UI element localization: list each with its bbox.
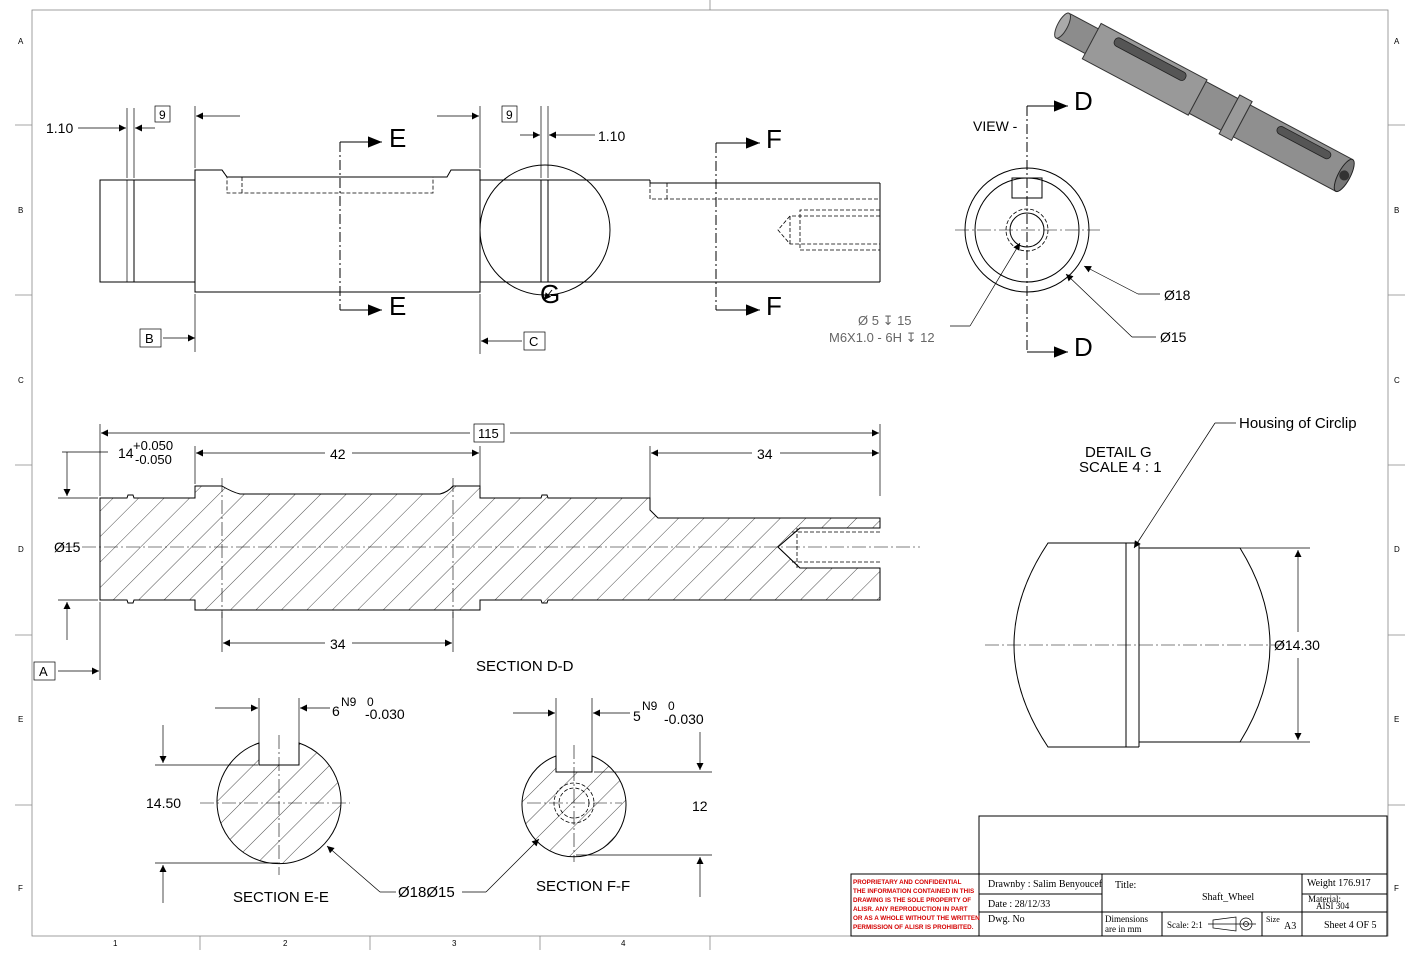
key-f-upper: 0	[668, 699, 675, 713]
zone-left-f: F	[18, 884, 23, 893]
key-f-fit: N9	[642, 699, 658, 713]
datum-a: A	[39, 664, 48, 679]
title-label: Title:	[1115, 880, 1136, 891]
zone-bottom-3: 3	[452, 939, 457, 948]
prop-line-6: PERMISSION OF ALISR IS PROHIBITED.	[853, 924, 974, 931]
projection-symbol-icon	[1208, 916, 1256, 932]
size-value: A3	[1284, 921, 1296, 932]
end-view-title: VIEW -	[973, 118, 1018, 134]
end-dia-18: Ø18	[1164, 287, 1191, 303]
prop-line-5: OR AS A WHOLE WITHOUT THE WRITTEN	[853, 915, 980, 922]
section-e-bottom: E	[389, 291, 406, 321]
dimensions-note-1: Dimensions	[1105, 914, 1148, 924]
zone-left-e: E	[18, 715, 23, 724]
prop-line-4: ALISR. ANY REPRODUCTION IN PART	[853, 906, 968, 913]
sheet-number: Sheet 4 OF 5	[1324, 920, 1377, 931]
zone-right-e: E	[1394, 715, 1399, 724]
dim-42: 42	[330, 446, 346, 462]
section-ff-label: SECTION F-F	[536, 878, 630, 895]
key-e-fit: N9	[341, 695, 357, 709]
weight: Weight 176.917	[1307, 878, 1371, 889]
dim-box-left: 9	[159, 108, 166, 122]
prop-line-2: THE INFORMATION CONTAINED IN THIS	[853, 888, 974, 895]
sheet-border	[15, 0, 1405, 950]
key-f-lower: -0.030	[664, 711, 704, 727]
dia-15-dd: Ø15	[54, 539, 81, 555]
detail-g-title: DETAIL G	[1085, 444, 1152, 461]
zone-right-c: C	[1394, 376, 1400, 385]
zone-bottom-1: 1	[113, 939, 118, 948]
dim-groove-right: 1.10	[598, 128, 625, 144]
zone-right-f: F	[1394, 884, 1399, 893]
dim-total-length: 115	[478, 426, 499, 441]
section-d-bottom: D	[1074, 332, 1093, 362]
dim-34-bottom: 34	[330, 636, 346, 652]
zone-left-c: C	[18, 376, 24, 385]
section-f-bottom: F	[766, 291, 782, 321]
detail-g-view: DETAIL G SCALE 4 : 1 Ø14.30 Housing of C…	[985, 415, 1357, 748]
datum-b: B	[145, 331, 154, 346]
section-f-top: F	[766, 124, 782, 154]
end-view: VIEW - D D Ø18 Ø15 Ø 5 ↧ 15 M6X1.0 - 6H …	[829, 86, 1191, 362]
detail-g-label: G	[540, 279, 560, 309]
zone-right-b: B	[1394, 206, 1399, 215]
zone-right-d: D	[1394, 545, 1400, 554]
scale: Scale: 2:1	[1167, 920, 1203, 930]
zone-bottom-2: 2	[283, 939, 288, 948]
dimensions-note-2: are in mm	[1105, 924, 1142, 934]
section-ee: 6 N9 0 -0.030 14.50 Ø18Ø15 SECTION E-E	[146, 695, 540, 906]
section-ff: 5 N9 0 -0.030 12 SECTION F-F	[513, 698, 712, 897]
section-dd: 115 42 34 34 14 +0.050 -0.050 Ø15 A SECT…	[33, 423, 920, 681]
front-view: G 1.10 9 9 1.10 E E F F B	[46, 105, 881, 354]
zone-left-b: B	[18, 206, 23, 215]
zone-right-a: A	[1394, 37, 1400, 46]
circlip-note: Housing of Circlip	[1239, 415, 1357, 432]
depth-12: 12	[692, 798, 708, 814]
zone-left-d: D	[18, 545, 24, 554]
dia-note-ee: Ø18Ø15	[398, 884, 455, 901]
end-dia-15: Ø15	[1160, 329, 1187, 345]
dim-34-right: 34	[757, 446, 773, 462]
dwg-no: Dwg. No	[988, 914, 1025, 925]
detail-g-circle	[479, 164, 611, 296]
section-ee-label: SECTION E-E	[233, 889, 329, 906]
prop-line-3: DRAWING IS THE SOLE PROPERTY OF	[853, 897, 971, 904]
detail-dia-1430: Ø14.30	[1274, 637, 1320, 653]
isometric-shaft-view	[1054, 12, 1355, 193]
key-e-base: 6	[332, 703, 340, 719]
detail-g-scale: SCALE 4 : 1	[1079, 459, 1162, 476]
hole-note-2: M6X1.0 - 6H ↧ 12	[829, 330, 935, 345]
dim-groove-left: 1.10	[46, 120, 73, 136]
drawn-by: Drawnby : Salim Benyoucef	[988, 879, 1103, 890]
section-dd-label: SECTION D-D	[476, 658, 574, 675]
tol-lower: -0.050	[135, 452, 172, 467]
drawing-title: Shaft_Wheel	[1202, 892, 1254, 903]
section-e-top: E	[389, 123, 406, 153]
zone-left-a: A	[18, 37, 24, 46]
key-f-base: 5	[633, 708, 641, 724]
title-block: PROPRIETARY AND CONFIDENTIAL THE INFORMA…	[850, 815, 1388, 937]
depth-1450: 14.50	[146, 795, 181, 811]
material-label: Material:	[1308, 894, 1341, 904]
key-e-lower: -0.030	[365, 706, 405, 722]
tol-upper: +0.050	[133, 438, 173, 453]
material-value: AISI 304	[1316, 901, 1350, 911]
zone-labels: A B C D E F A B C D E F 1 2 3 4	[18, 37, 1400, 948]
zone-bottom-4: 4	[621, 939, 626, 948]
section-d-top: D	[1074, 86, 1093, 116]
tol-base-14: 14	[118, 445, 134, 461]
key-e-upper: 0	[367, 695, 374, 709]
hole-note-1: Ø 5 ↧ 15	[858, 313, 912, 328]
date: Date : 28/12/33	[988, 899, 1050, 910]
prop-line-1: PROPRIETARY AND CONFIDENTIAL	[853, 879, 962, 886]
datum-c: C	[529, 334, 538, 349]
dim-box-right: 9	[506, 108, 513, 122]
size-label: Size	[1266, 915, 1280, 924]
